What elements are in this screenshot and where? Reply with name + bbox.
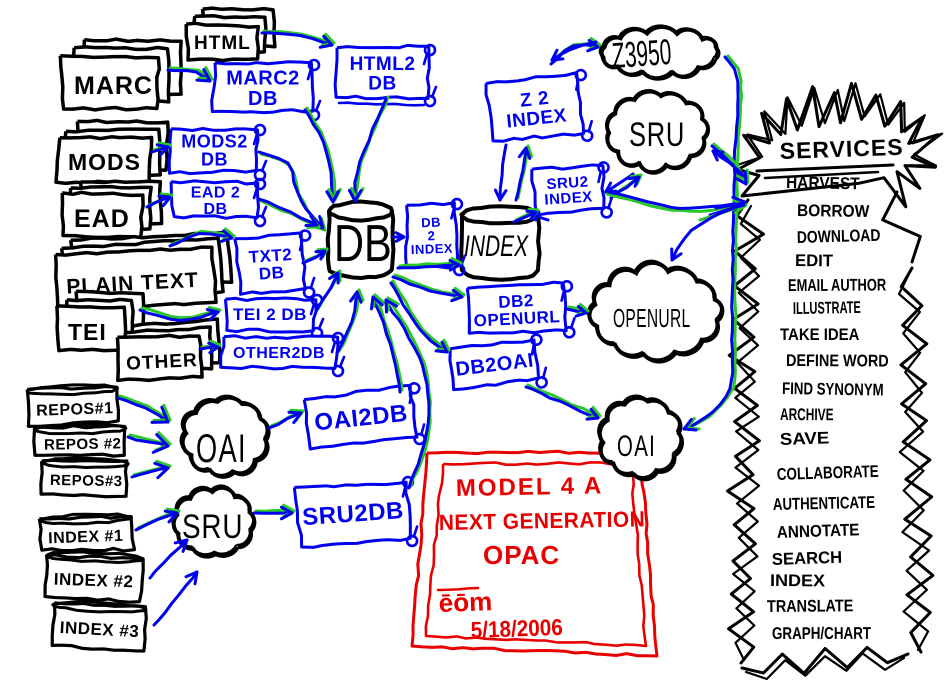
- svg-text:INDEX #1: INDEX #1: [48, 528, 124, 548]
- svg-text:TRANSLATE: TRANSLATE: [767, 597, 854, 616]
- svg-text:DOWNLOAD: DOWNLOAD: [797, 226, 881, 247]
- svg-text:REPOS#1: REPOS#1: [36, 400, 114, 420]
- svg-text:HARVEST: HARVEST: [786, 173, 860, 193]
- svg-text:HTML2: HTML2: [350, 54, 416, 75]
- svg-text:EDIT: EDIT: [795, 251, 834, 271]
- svg-text:OAI: OAI: [617, 430, 656, 463]
- svg-text:DB2: DB2: [498, 291, 534, 312]
- svg-text:GRAPH/CHART: GRAPH/CHART: [772, 624, 872, 643]
- svg-text:INDEX: INDEX: [411, 241, 454, 257]
- svg-text:NEXT GENERATION: NEXT GENERATION: [439, 507, 646, 535]
- svg-text:INDEX: INDEX: [770, 570, 825, 590]
- svg-text:COLLABORATE: COLLABORATE: [777, 462, 879, 484]
- svg-text:REPOS#3: REPOS#3: [50, 472, 123, 490]
- svg-text:MODS2: MODS2: [181, 131, 248, 151]
- svg-text:EAD 2: EAD 2: [191, 185, 241, 202]
- svg-text:SEARCH: SEARCH: [772, 548, 843, 569]
- svg-text:INDEX: INDEX: [544, 188, 593, 208]
- svg-text:2: 2: [427, 228, 435, 243]
- svg-text:OAI: OAI: [196, 427, 247, 471]
- svg-text:INDEX #2: INDEX #2: [54, 570, 134, 592]
- svg-text:EMAIL AUTHOR: EMAIL AUTHOR: [788, 276, 886, 296]
- svg-text:SRU: SRU: [629, 117, 685, 154]
- svg-text:ARCHIVE: ARCHIVE: [780, 406, 834, 425]
- svg-text:OPAC: OPAC: [483, 540, 560, 570]
- svg-text:OTHER: OTHER: [126, 350, 199, 375]
- svg-text:INDEX #3: INDEX #3: [59, 618, 139, 641]
- svg-text:TEI 2 DB: TEI 2 DB: [233, 305, 307, 324]
- svg-text:SAVE: SAVE: [779, 428, 829, 449]
- svg-text:INDEX: INDEX: [464, 231, 530, 263]
- svg-text:MODEL 4 A: MODEL 4 A: [456, 472, 604, 502]
- svg-text:TXT2: TXT2: [248, 245, 293, 267]
- svg-text:TAKE IDEA: TAKE IDEA: [780, 326, 860, 344]
- svg-text:Z3950: Z3950: [611, 32, 673, 76]
- svg-text:ANNOTATE: ANNOTATE: [777, 521, 860, 543]
- svg-text:OPENURL: OPENURL: [473, 307, 561, 331]
- svg-text:MARC: MARC: [74, 72, 153, 100]
- svg-text:HTML: HTML: [194, 33, 251, 54]
- svg-text:FIND SYNONYM: FIND SYNONYM: [782, 380, 884, 401]
- svg-text:OPENURL: OPENURL: [613, 304, 691, 333]
- svg-text:EAD: EAD: [74, 205, 130, 233]
- svg-text:BORROW: BORROW: [797, 201, 870, 221]
- svg-text:DB: DB: [421, 215, 441, 231]
- svg-text:DB: DB: [203, 201, 227, 218]
- svg-text:DB: DB: [334, 214, 392, 273]
- svg-text:DB: DB: [258, 263, 285, 284]
- svg-text:ILLUSTRATE: ILLUSTRATE: [793, 299, 861, 319]
- svg-text:MARC2: MARC2: [226, 68, 300, 90]
- svg-text:REPOS #2: REPOS #2: [44, 435, 122, 453]
- svg-text:SRU2: SRU2: [546, 173, 589, 193]
- svg-text:AUTHENTICATE: AUTHENTICATE: [773, 493, 875, 514]
- svg-text:5/18/2006: 5/18/2006: [470, 614, 563, 643]
- svg-text:TEI: TEI: [68, 319, 107, 345]
- svg-text:Z 2: Z 2: [519, 88, 550, 112]
- svg-text:DB: DB: [248, 88, 278, 110]
- svg-text:SRU: SRU: [182, 507, 243, 545]
- svg-text:SERVICES: SERVICES: [779, 134, 904, 164]
- svg-text:OTHER2DB: OTHER2DB: [233, 345, 325, 362]
- svg-text:MODS: MODS: [68, 149, 141, 175]
- svg-text:DB: DB: [368, 74, 396, 95]
- svg-text:DB: DB: [201, 150, 228, 170]
- svg-text:DEFINE WORD: DEFINE WORD: [786, 352, 889, 371]
- svg-text:ēōm: ēōm: [438, 586, 492, 618]
